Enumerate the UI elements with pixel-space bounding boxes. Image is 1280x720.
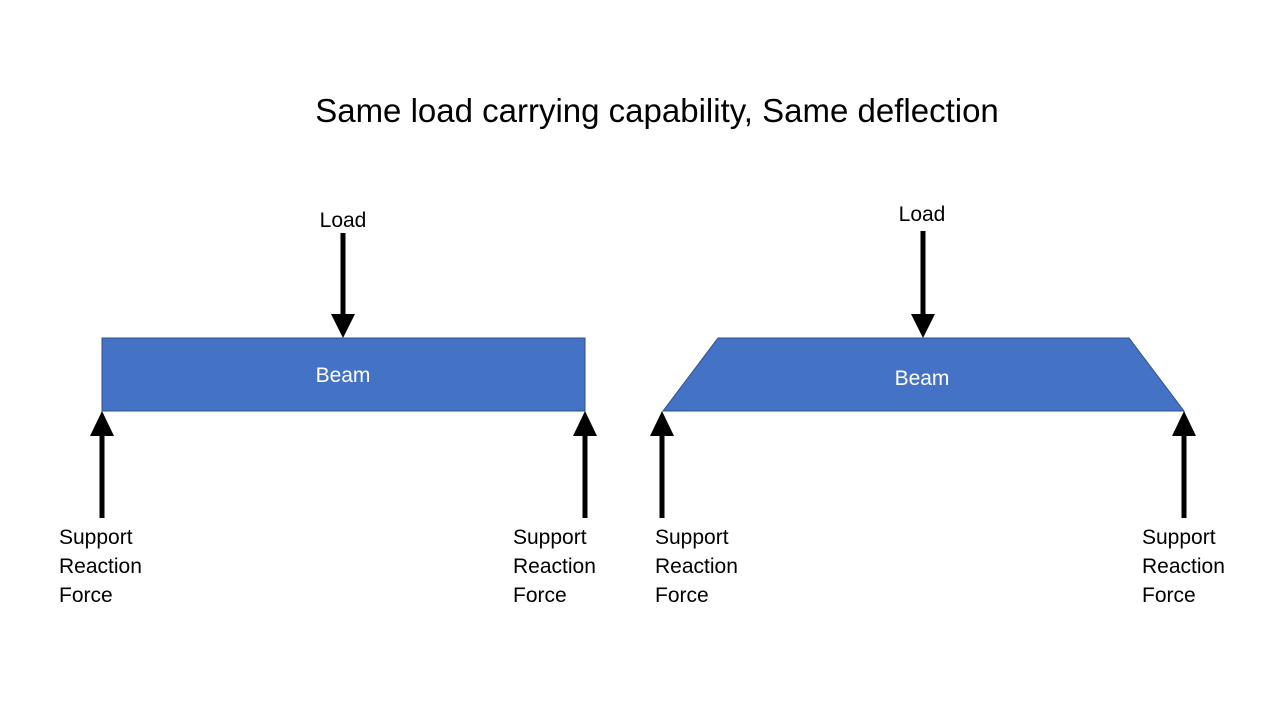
right-diagram-right-support-line2: Reaction: [1142, 555, 1225, 578]
left-diagram-right-support-label: Support Reaction Force: [513, 526, 602, 607]
left-beam-label: Beam: [316, 364, 371, 387]
page-title: Same load carrying capability, Same defl…: [315, 92, 999, 129]
left-diagram-left-support-line1: Support: [59, 526, 133, 549]
right-diagram-right-support-line3: Force: [1142, 584, 1196, 607]
left-diagram-left-support-line3: Force: [59, 584, 113, 607]
right-diagram-left-support-arrow-head: [650, 411, 674, 436]
left-load-label: Load: [320, 209, 367, 232]
left-diagram-right-support-line3: Force: [513, 584, 567, 607]
left-diagram-left-support-line2: Reaction: [59, 555, 142, 578]
right-diagram-left-support-line2: Reaction: [655, 555, 738, 578]
left-diagram-left-support-arrow-head: [90, 411, 114, 436]
right-diagram-left-support-arrow: [650, 411, 674, 518]
left-diagram-right-support-arrow: [573, 411, 597, 518]
right-beam-label: Beam: [895, 367, 950, 390]
right-diagram-right-support-line1: Support: [1142, 526, 1216, 549]
left-load-arrow: [331, 233, 355, 338]
right-diagram-right-support-arrow: [1172, 411, 1196, 518]
right-diagram-left-support-label: Support Reaction Force: [655, 526, 744, 607]
right-diagram-left-support-line1: Support: [655, 526, 729, 549]
right-diagram-left-support-line3: Force: [655, 584, 709, 607]
right-load-label: Load: [899, 203, 946, 226]
left-beam: [101, 337, 586, 412]
left-diagram-left-support-arrow: [90, 411, 114, 518]
right-diagram-right-support-label: Support Reaction Force: [1142, 526, 1231, 607]
right-diagram-right-support-arrow-head: [1172, 411, 1196, 436]
left-diagram: Load Beam Support Reaction Fo: [59, 209, 602, 607]
right-diagram: Load Beam Support Reaction Fo: [650, 203, 1231, 607]
right-load-arrow-head: [911, 314, 935, 338]
left-diagram-right-support-line2: Reaction: [513, 555, 596, 578]
right-load-arrow: [911, 231, 935, 338]
left-load-arrow-head: [331, 314, 355, 338]
left-diagram-right-support-line1: Support: [513, 526, 587, 549]
left-diagram-left-support-label: Support Reaction Force: [59, 526, 148, 607]
left-diagram-right-support-arrow-head: [573, 411, 597, 436]
